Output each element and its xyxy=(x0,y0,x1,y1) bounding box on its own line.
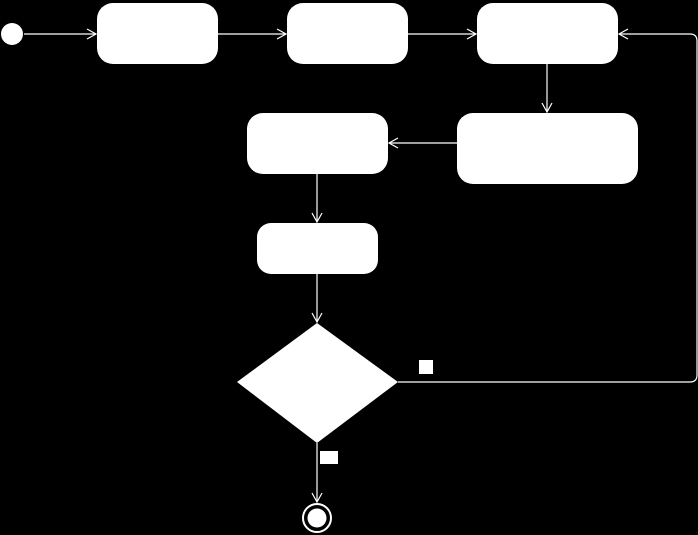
decision-node xyxy=(237,323,398,443)
guard-label-loop xyxy=(419,360,433,374)
activity-3 xyxy=(477,3,618,64)
connectors xyxy=(24,28,698,504)
edge-decision-loop-to-activity-3 xyxy=(398,28,698,383)
guard-label-exit xyxy=(320,451,338,464)
activity-6 xyxy=(257,223,378,274)
activity-1 xyxy=(97,3,218,64)
final-node xyxy=(302,503,332,533)
activity-5 xyxy=(247,113,388,174)
activity-4 xyxy=(457,113,638,184)
activity-2 xyxy=(287,3,408,64)
initial-node xyxy=(1,23,23,45)
